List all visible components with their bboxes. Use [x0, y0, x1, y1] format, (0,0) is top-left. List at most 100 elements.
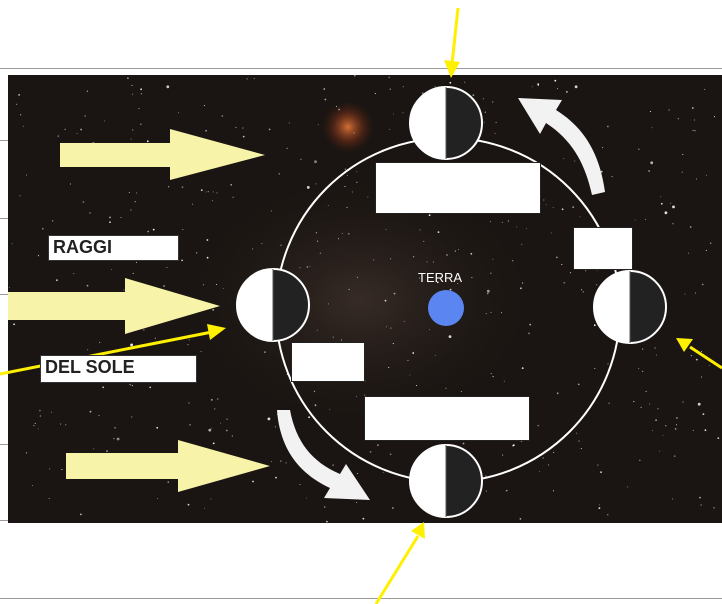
- star: [657, 408, 659, 410]
- star: [690, 355, 692, 357]
- star: [416, 384, 418, 387]
- star: [674, 428, 677, 430]
- star: [694, 130, 696, 132]
- star: [317, 124, 319, 126]
- star: [512, 260, 514, 262]
- star: [116, 437, 120, 441]
- star: [494, 132, 496, 134]
- star: [300, 158, 302, 160]
- star: [200, 351, 202, 353]
- star: [675, 424, 678, 426]
- star: [426, 261, 428, 263]
- star: [166, 266, 168, 268]
- star: [389, 453, 392, 456]
- star: [373, 259, 375, 261]
- star: [392, 343, 394, 345]
- star: [429, 329, 431, 331]
- star: [651, 127, 653, 129]
- star: [413, 256, 415, 258]
- star: [315, 232, 317, 234]
- star: [200, 189, 203, 192]
- star: [580, 447, 582, 450]
- star: [202, 284, 204, 286]
- star: [16, 103, 18, 105]
- star: [225, 429, 228, 432]
- star: [432, 261, 435, 263]
- pointer-arrow-top: [444, 7, 460, 78]
- star: [382, 471, 384, 474]
- star: [231, 435, 233, 437]
- star: [418, 277, 421, 279]
- star: [503, 380, 505, 382]
- star: [212, 442, 215, 445]
- pointer-arrow-bottom: [374, 522, 425, 604]
- star: [673, 455, 676, 457]
- star: [598, 507, 601, 509]
- star: [136, 261, 138, 263]
- answer-box-bottom[interactable]: [364, 396, 530, 441]
- star: [156, 426, 159, 429]
- star: [327, 303, 329, 305]
- star: [235, 127, 237, 129]
- star: [704, 88, 706, 90]
- star: [348, 288, 350, 290]
- answer-box-left[interactable]: [291, 342, 365, 382]
- star: [542, 457, 544, 459]
- star: [306, 266, 309, 268]
- star: [457, 249, 460, 251]
- star: [554, 79, 557, 82]
- star: [20, 114, 22, 116]
- star: [216, 398, 219, 400]
- star: [222, 115, 224, 117]
- star: [512, 444, 515, 447]
- star: [471, 277, 473, 279]
- star: [655, 419, 657, 422]
- star: [364, 394, 366, 396]
- star: [705, 249, 707, 251]
- star: [569, 272, 572, 274]
- star: [687, 252, 689, 254]
- star: [627, 486, 629, 488]
- star: [585, 270, 587, 272]
- star: [178, 112, 180, 114]
- star: [639, 459, 641, 461]
- star: [713, 116, 716, 118]
- answer-box-top[interactable]: [375, 162, 541, 214]
- star: [332, 336, 334, 338]
- star: [445, 387, 447, 389]
- star: [671, 498, 674, 500]
- star: [113, 438, 115, 440]
- star: [211, 200, 213, 202]
- star: [123, 289, 125, 291]
- answer-box-right[interactable]: [573, 227, 633, 270]
- star: [490, 311, 492, 313]
- moon-right: [593, 270, 667, 344]
- star: [693, 119, 695, 121]
- star: [577, 383, 580, 386]
- star: [490, 272, 492, 274]
- star: [501, 221, 503, 224]
- pointer-arrow-left: [0, 324, 226, 376]
- star: [84, 115, 86, 117]
- star: [602, 147, 604, 149]
- star: [134, 201, 136, 203]
- star: [457, 282, 459, 285]
- star: [484, 111, 486, 113]
- star: [596, 284, 598, 286]
- sun-ray-arrow: [8, 278, 220, 334]
- star: [267, 417, 271, 421]
- star: [561, 263, 563, 266]
- star: [131, 84, 133, 86]
- star: [49, 468, 51, 470]
- star: [355, 395, 358, 398]
- star: [701, 283, 704, 286]
- star: [521, 367, 524, 369]
- star: [246, 78, 248, 80]
- star: [520, 287, 522, 290]
- star: [106, 450, 108, 452]
- milky-way-haze: [190, 180, 530, 420]
- star: [206, 239, 209, 241]
- star: [110, 268, 113, 271]
- star: [695, 178, 698, 180]
- star: [412, 352, 415, 354]
